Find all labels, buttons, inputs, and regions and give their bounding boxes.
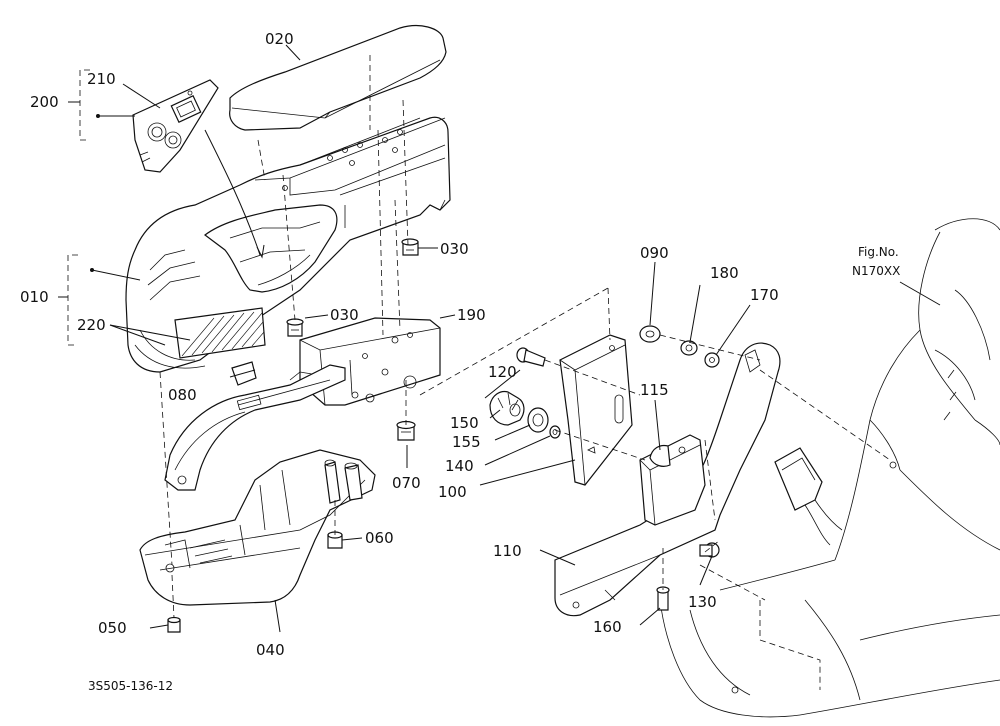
label-130: 130	[688, 593, 717, 611]
leader-lines	[58, 44, 941, 633]
part-050-screw	[167, 616, 181, 633]
part-030-bolt-upper	[401, 238, 419, 256]
label-200: 200	[30, 93, 59, 111]
part-040-lower-cover	[139, 449, 376, 606]
fig-no-value: N170XX	[852, 264, 900, 278]
part-090-grommet	[639, 325, 661, 343]
label-170: 170	[750, 286, 779, 304]
label-150: 150	[450, 414, 479, 432]
part-030-bolt-lower	[286, 318, 304, 337]
label-115: 115	[640, 381, 669, 399]
label-070: 070	[392, 474, 421, 492]
label-010: 010	[20, 288, 49, 306]
part-070-screw	[396, 420, 416, 441]
part-155-spacer	[527, 407, 549, 433]
label-180: 180	[710, 264, 739, 282]
part-160-screw	[656, 586, 670, 611]
part-100-plate	[559, 334, 633, 486]
part-150-knob	[489, 390, 525, 426]
part-130-pin	[699, 542, 720, 558]
part-140-washer	[549, 425, 561, 439]
part-010-console-housing	[125, 116, 451, 373]
label-040: 040	[256, 641, 285, 659]
label-030-upper: 030	[440, 240, 469, 258]
label-080: 080	[168, 386, 197, 404]
label-050: 050	[98, 619, 127, 637]
label-120: 120	[488, 363, 517, 381]
part-020-armrest-pad	[229, 25, 447, 131]
part-170-washer	[704, 352, 720, 368]
label-060: 060	[365, 529, 394, 547]
label-090: 090	[640, 244, 669, 262]
label-190: 190	[457, 306, 486, 324]
part-number-labels: 020 210 200 030 010 030 190 220 080 070 …	[20, 30, 900, 693]
drawing-code: 3S505-136-12	[88, 679, 173, 693]
part-190-bracket	[299, 317, 441, 406]
fig-no-label: Fig.No.	[858, 245, 899, 259]
part-180-grommet	[680, 340, 698, 356]
assembly-axis-lines	[159, 55, 891, 619]
label-020: 020	[265, 30, 294, 48]
part-120-bolt	[516, 347, 546, 367]
label-140: 140	[445, 457, 474, 475]
label-100: 100	[438, 483, 467, 501]
part-210-switch-panel	[132, 79, 265, 259]
label-110: 110	[493, 542, 522, 560]
label-160: 160	[593, 618, 622, 636]
label-210: 210	[87, 70, 116, 88]
label-220: 220	[77, 316, 106, 334]
label-155: 155	[452, 433, 481, 451]
part-060-screw	[327, 531, 343, 549]
label-030-lower: 030	[330, 306, 359, 324]
part-110-main-bracket	[554, 342, 781, 617]
seat-outline	[659, 218, 1000, 718]
